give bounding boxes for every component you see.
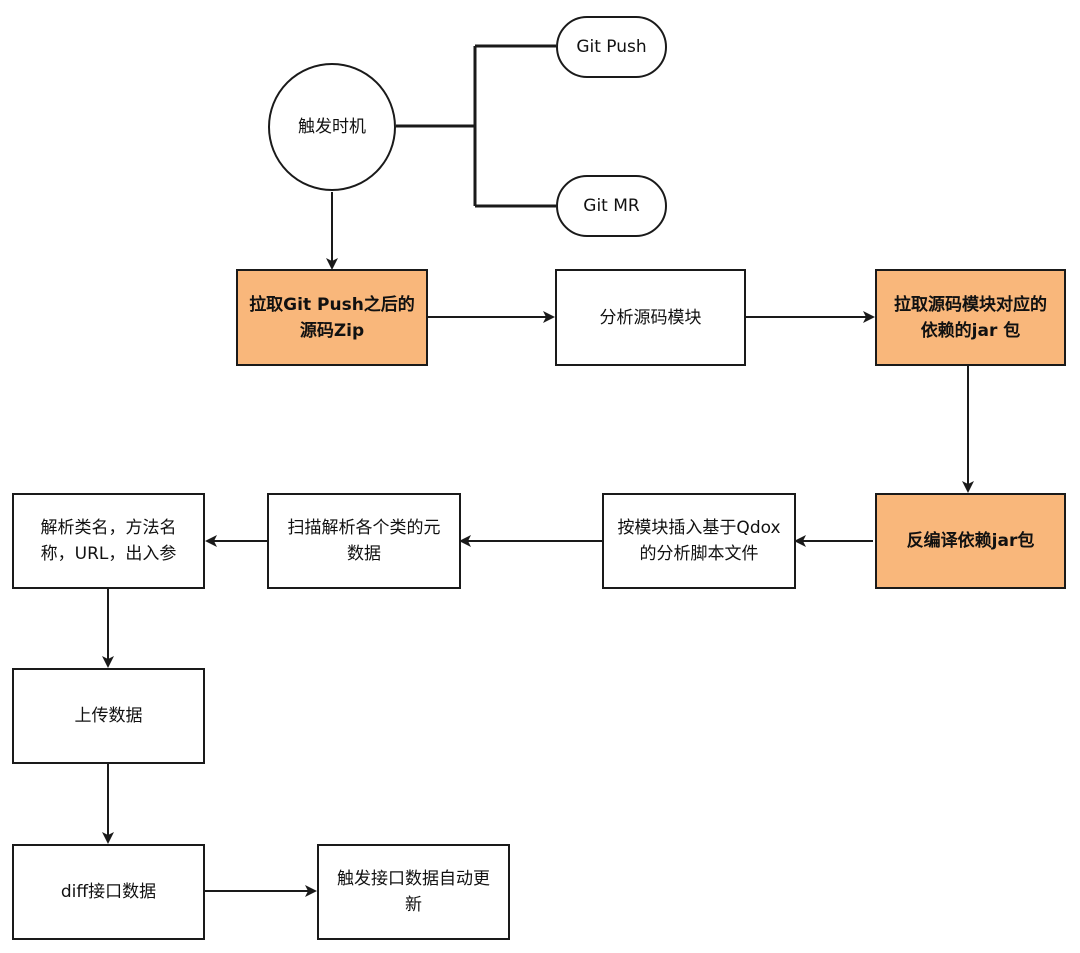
scan-metadata-node: 扫描解析各个类的元 数据 (267, 493, 461, 589)
auto-update-node: 触发接口数据自动更 新 (317, 844, 510, 940)
diff-node: diff接口数据 (12, 844, 205, 940)
auto-update-label: 触发接口数据自动更 新 (337, 869, 490, 915)
insert-script-node: 按模块插入基于Qdox 的分析脚本文件 (602, 493, 796, 589)
trigger-label: 触发时机 (298, 117, 366, 137)
git-mr-node: Git MR (556, 175, 667, 237)
pull-jar-label: 拉取源码模块对应的 依赖的jar 包 (894, 294, 1047, 341)
scan-metadata-label: 扫描解析各个类的元 数据 (287, 518, 441, 564)
git-push-node: Git Push (556, 16, 667, 78)
git-mr-label: Git MR (583, 196, 640, 216)
parse-names-label: 解析类名，方法名 称，URL，出入参 (40, 518, 177, 564)
git-push-label: Git Push (576, 37, 647, 57)
pull-zip-label: 拉取Git Push之后的 源码Zip (249, 294, 415, 341)
analyze-modules-label: 分析源码模块 (599, 307, 702, 328)
upload-node: 上传数据 (12, 668, 205, 764)
analyze-modules-node: 分析源码模块 (555, 269, 746, 366)
pull-jar-node: 拉取源码模块对应的 依赖的jar 包 (875, 269, 1066, 366)
insert-script-label: 按模块插入基于Qdox 的分析脚本文件 (617, 518, 781, 564)
parse-names-node: 解析类名，方法名 称，URL，出入参 (12, 493, 205, 589)
decompile-node: 反编译依赖jar包 (875, 493, 1066, 589)
trigger-node: 触发时机 (268, 63, 396, 191)
upload-label: 上传数据 (74, 706, 143, 726)
pull-zip-node: 拉取Git Push之后的 源码Zip (236, 269, 428, 366)
trigger-bracket (396, 44, 556, 208)
decompile-label: 反编译依赖jar包 (906, 531, 1035, 551)
diff-label: diff接口数据 (60, 882, 157, 902)
